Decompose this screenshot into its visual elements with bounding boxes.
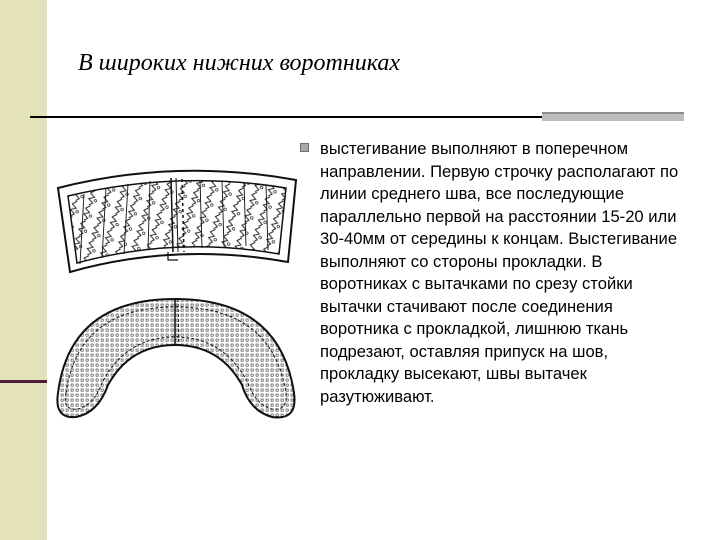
left-decorative-band bbox=[0, 0, 47, 540]
square-bullet-icon bbox=[300, 143, 309, 152]
collar-dotted-figure bbox=[50, 293, 300, 428]
left-band-accent-line bbox=[0, 380, 47, 383]
collar-quilting-figure bbox=[54, 160, 299, 280]
slide-content: выстегивание выполняют в поперечном напр… bbox=[300, 138, 680, 408]
title-underline-bar-edge bbox=[542, 112, 684, 114]
title-underline-bar bbox=[542, 112, 684, 121]
title-underline bbox=[30, 116, 542, 118]
slide-title: В широких нижних воротниках bbox=[78, 50, 401, 76]
bullet-text: выстегивание выполняют в поперечном напр… bbox=[320, 139, 679, 406]
bullet-item: выстегивание выполняют в поперечном напр… bbox=[300, 138, 680, 408]
